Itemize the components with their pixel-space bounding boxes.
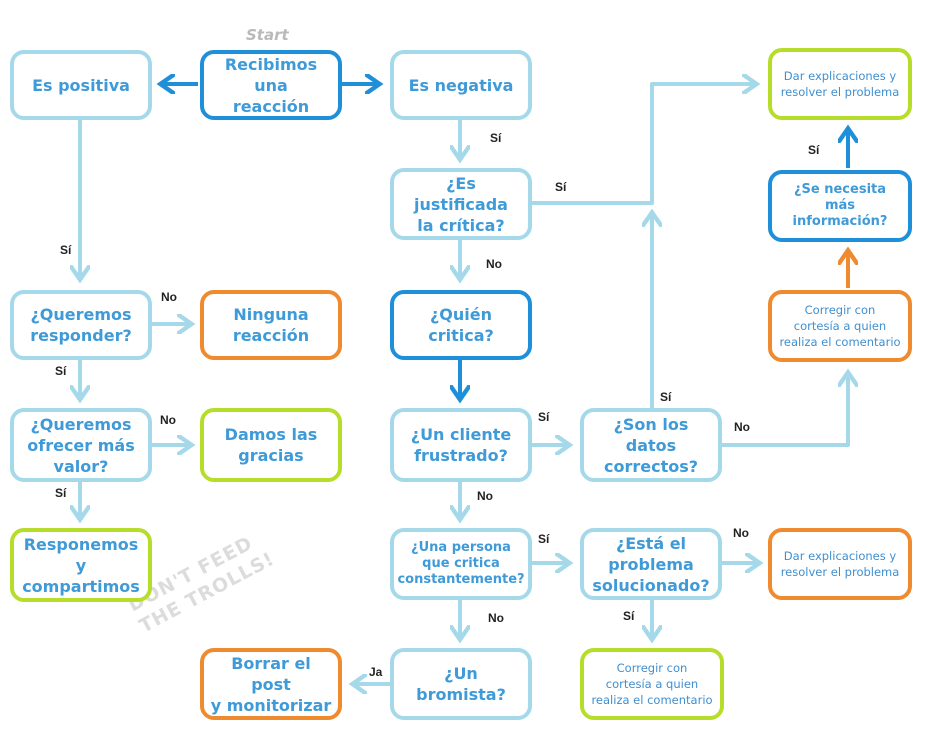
edge-label-justificada-no: No [486,257,502,271]
edge-label-persona-si: Sí [538,532,550,546]
edge-label-responder-si: Sí [55,364,67,378]
node-damos-gracias: Damos las gracias [200,408,342,482]
node-corregir-right: Corregir con cortesía a quien realiza el… [768,290,912,362]
edge-label-solucionado-si: Sí [623,609,635,623]
node-ofrecer-valor: ¿Queremos ofrecer más valor? [10,408,152,482]
node-problema-solucionado: ¿Está el problema solucionado? [580,528,722,600]
edge-label-positiva-si: Sí [60,243,72,257]
node-es-positiva: Es positiva [10,50,152,120]
edge-label-datos-si: Sí [660,390,672,404]
node-se-necesita-info: ¿Se necesita más información? [768,170,912,242]
node-dar-explicaciones-top: Dar explicaciones y resolver el problema [768,48,912,120]
edge-label-bromista-ja: Ja [369,665,383,679]
edge-label-info-si: Sí [808,143,820,157]
edge-label-negativa-si: Sí [490,131,502,145]
node-queremos-responder: ¿Queremos responder? [10,290,152,360]
node-recibimos-reaccion: Recibimos una reacción [200,50,342,120]
node-es-negativa: Es negativa [390,50,532,120]
arrow-justificada-to-dar-explicaciones [532,84,755,205]
node-datos-correctos: ¿Son los datos correctos? [580,408,722,482]
edge-label-justificada-si: Sí [555,180,567,194]
node-cliente-frustrado: ¿Un cliente frustrado? [390,408,532,482]
edge-label-valor-no: No [160,413,176,427]
node-persona-critica: ¿Una persona que critica constantemente? [390,528,532,600]
edge-label-persona-no: No [488,611,504,625]
node-es-justificada: ¿Es justificada la crítica? [390,168,532,240]
start-label: Start [246,26,289,44]
node-dar-explicaciones-bottom: Dar explicaciones y resolver el problema [768,528,912,600]
node-bromista: ¿Un bromista? [390,648,532,720]
edge-label-datos-no: No [734,420,750,434]
edge-label-cliente-no: No [477,489,493,503]
node-corregir-bottom: Corregir con cortesía a quien realiza el… [580,648,724,720]
edge-label-valor-si: Sí [55,486,67,500]
edge-label-cliente-si: Sí [538,410,550,424]
edge-label-solucionado-no: No [733,526,749,540]
edge-label-responder-no: No [161,290,177,304]
node-ninguna-reaccion: Ninguna reacción [200,290,342,360]
node-borrar-post: Borrar el post y monitorizar [200,648,342,720]
node-respondemos-compartimos: Responemos y compartimos [10,528,152,602]
arrow-datos-to-corregir [722,374,848,447]
node-quien-critica: ¿Quién critica? [390,290,532,360]
